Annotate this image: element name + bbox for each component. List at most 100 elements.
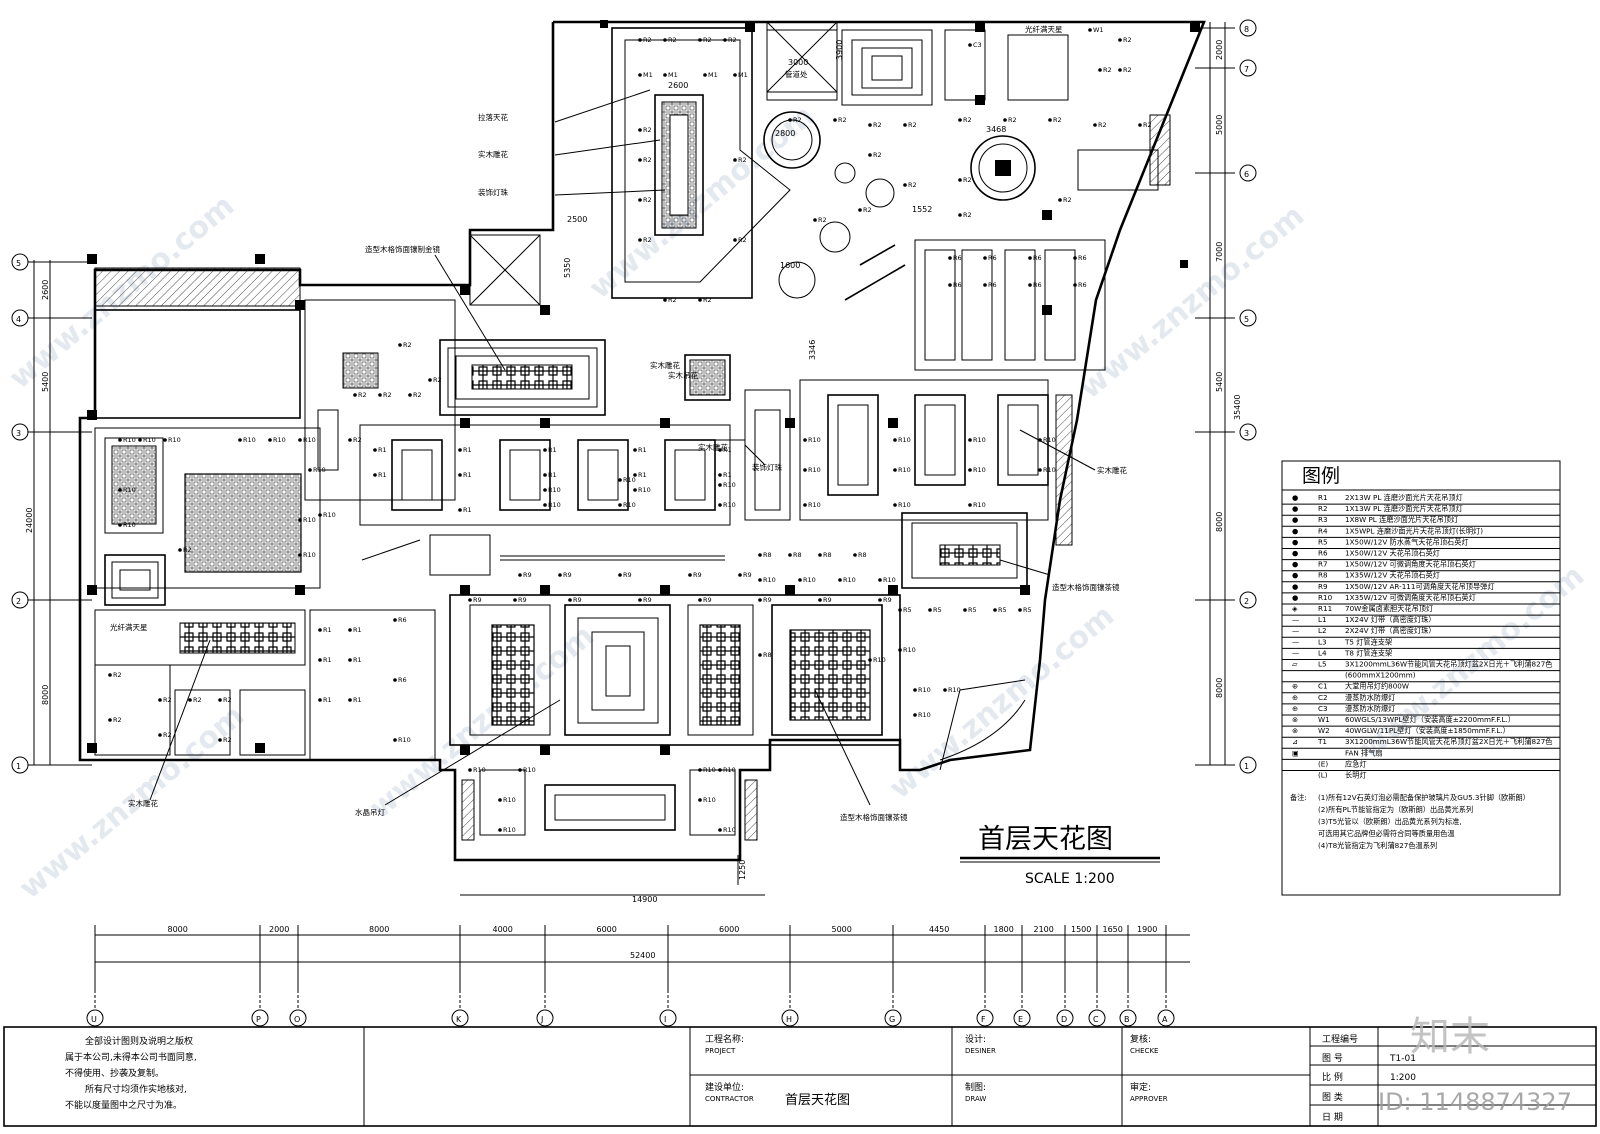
fixture-label: M1 — [738, 71, 748, 79]
annotation: 光纤满天星 — [110, 622, 148, 632]
fixture-dot — [618, 503, 622, 507]
fixture-label: R9 — [763, 596, 772, 604]
fixture-dot — [348, 628, 352, 632]
fixture-label: R5 — [903, 606, 912, 614]
contractor-label-en: CONTRACTOR — [705, 1095, 754, 1103]
fixture-dot — [818, 598, 822, 602]
legend-desc: 60WGLS/13WPL壁灯（安装高度±2200mmF.F.L.） — [1345, 715, 1515, 724]
fixture-dot — [1058, 198, 1062, 202]
fixture-label: R2 — [223, 696, 232, 704]
fixture-label: R10 — [898, 466, 911, 474]
fixture-label: R10 — [883, 576, 896, 584]
legend-desc: T5 灯管连支架 — [1344, 637, 1392, 646]
legend-desc: 1X50W/12V 天花吊顶石英灯 — [1345, 549, 1440, 558]
fixture-label: R10 — [898, 501, 911, 509]
category-label: 图 类 — [1322, 1091, 1343, 1103]
fixture-label: W1 — [1093, 26, 1104, 34]
fixture-label: R10 — [273, 436, 286, 444]
fixture-label: R1 — [323, 626, 332, 634]
annotation: 管道处 — [785, 69, 808, 79]
fixture-label: R1 — [378, 471, 387, 479]
fixture-label: R10 — [948, 686, 961, 694]
grid-bubble — [1157, 1009, 1175, 1027]
fixture-label: R2 — [1123, 36, 1132, 44]
annotation: 实木吊花 — [668, 370, 698, 380]
fixture-dot — [543, 473, 547, 477]
legend-desc: 1X50W/12V 可微调角度天花吊顶石英灯 — [1345, 560, 1476, 569]
center-lower-block — [449, 594, 1026, 836]
fixture-dot — [878, 598, 882, 602]
grid-bubble — [86, 1009, 104, 1027]
dim-text: 2100 — [1034, 925, 1054, 934]
fixture-label: R5 — [968, 606, 977, 614]
dim-text: 3468 — [986, 125, 1006, 134]
fixture-label: R10 — [313, 466, 326, 474]
fixture-dot — [948, 256, 952, 260]
grid-bubble — [1056, 1009, 1074, 1027]
fixture-label: R2 — [1103, 66, 1112, 74]
legend-code: (L) — [1318, 771, 1328, 780]
fixture-dot — [638, 158, 642, 162]
fixture-label: R10 — [243, 436, 256, 444]
legend-note: (4)T8光管指定为飞利蒲827色温系列 — [1318, 841, 1437, 850]
fixture-label: R2 — [963, 211, 972, 219]
dim-text: 3000 — [788, 58, 808, 67]
legend-desc: T8 灯管连支架 — [1344, 648, 1392, 657]
fixture-label: R2 — [738, 156, 747, 164]
grid-bubble — [451, 1009, 469, 1027]
fixture-label: R6 — [398, 616, 407, 624]
fixture-dot — [458, 448, 462, 452]
fixture-dot — [968, 438, 972, 442]
drawing-title: 首层天花图 SCALE 1:200 — [960, 824, 1160, 887]
fixture-dot — [118, 488, 122, 492]
fixture-dot — [698, 598, 702, 602]
fixture-dot — [108, 673, 112, 677]
fixture-dot — [718, 768, 722, 772]
fixture-dot — [1073, 283, 1077, 287]
legend-symbol: ⊕ — [1292, 682, 1298, 691]
annotation: 造型木格饰面镶茶镜 — [840, 812, 908, 822]
fixture-dot — [858, 208, 862, 212]
fixture-dot — [838, 578, 842, 582]
legend-code: R3 — [1318, 515, 1328, 524]
grid-label: C — [1093, 1015, 1099, 1024]
grid-bubble — [251, 1009, 269, 1027]
dim-text: 4000 — [493, 925, 513, 934]
fixture-label: R2 — [838, 116, 847, 124]
fixture-dot — [1003, 118, 1007, 122]
brand-logo-text: 知末 — [1410, 1014, 1490, 1060]
fixture-label: R6 — [1078, 281, 1087, 289]
fixture-label: R8 — [763, 551, 772, 559]
copyright-line: 属于本公司,未得本公司书面同意, — [65, 1051, 197, 1063]
legend-desc: (600mmX1200mm) — [1345, 671, 1416, 680]
fixture-dot — [983, 256, 987, 260]
fixture-dot — [898, 648, 902, 652]
fixture-dot — [948, 283, 952, 287]
fixture-label: R1 — [638, 446, 647, 454]
fixture-label: R10 — [808, 436, 821, 444]
fixture-dot — [218, 698, 222, 702]
grid-bubbles-left: 5 4 3 2 1 — [11, 253, 29, 774]
dim-text: 7000 — [1215, 242, 1224, 262]
legend-code: W1 — [1318, 715, 1330, 724]
annotation: 装饰灯珠 — [752, 462, 782, 472]
legend-symbol: ⊿ — [1292, 737, 1298, 746]
legend-code: R10 — [1318, 593, 1333, 602]
fixture-dot — [1028, 256, 1032, 260]
fixture-dot — [993, 608, 997, 612]
center-top-block — [469, 21, 1159, 371]
fixture-label: R10 — [123, 521, 136, 529]
fixture-label: R10 — [763, 576, 776, 584]
fixture-dot — [803, 503, 807, 507]
fixture-label: R1 — [353, 696, 362, 704]
fixture-label: R1 — [723, 471, 732, 479]
dim-text: 6000 — [719, 925, 739, 934]
drawing-title-text: 首层天花图 — [978, 824, 1113, 855]
grid-label: H — [786, 1015, 792, 1024]
fixture-label: R2 — [738, 236, 747, 244]
fixture-label: R9 — [883, 596, 892, 604]
fixture-dot — [558, 573, 562, 577]
dim-text: 1900 — [1137, 925, 1157, 934]
fixture-dot — [968, 468, 972, 472]
annotation: 实木雕花 — [478, 149, 508, 159]
